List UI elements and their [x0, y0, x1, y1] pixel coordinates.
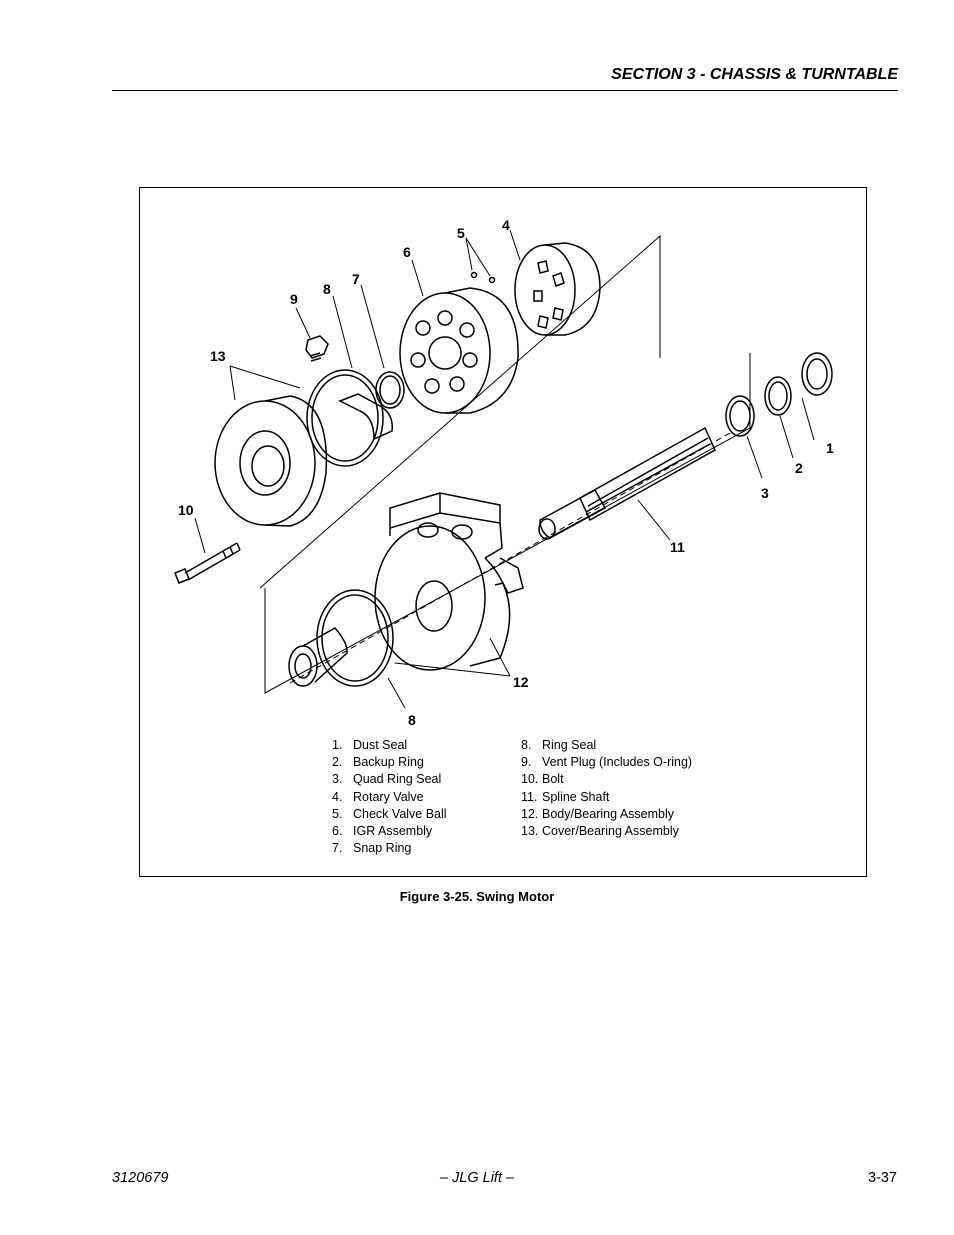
rotary-valve — [514, 242, 601, 336]
upper-plane-outline — [259, 234, 661, 589]
exploded-view-drawing: 1 2 3 4 5 6 7 8 9 10 11 12 13 8 — [174, 217, 834, 728]
legend-item: 8.Ring Seal — [521, 738, 597, 752]
body-bearing-assembly — [374, 492, 524, 671]
callout-6: 6 — [403, 244, 411, 260]
vent-plug — [305, 335, 329, 362]
legend-item: 13.Cover/Bearing Assembly — [521, 824, 679, 839]
callout-2: 2 — [795, 460, 803, 476]
legend-item: 11.Spline Shaft — [521, 789, 610, 804]
callout-3: 3 — [761, 485, 769, 501]
callout-1: 1 — [826, 440, 834, 456]
page-header: SECTION 3 - CHASSIS & TURNTABLE — [112, 64, 898, 91]
callout-11: 11 — [670, 539, 685, 555]
axis-line — [289, 432, 731, 684]
doc-number: 3120679 — [112, 1170, 169, 1186]
bolt — [174, 542, 241, 584]
legend-item: 10.Bolt — [521, 772, 564, 787]
section-title: SECTION 3 - CHASSIS & TURNTABLE — [611, 66, 898, 83]
legend-item: 6.IGR Assembly — [332, 824, 433, 839]
backup-ring — [764, 376, 792, 416]
callout-10: 10 — [178, 502, 194, 518]
ring-seal-lower — [316, 589, 394, 687]
legend-item: 7.Snap Ring — [332, 841, 412, 856]
legend-right-column: 8.Ring Seal 9.Vent Plug (Includes O-ring… — [521, 737, 692, 840]
lower-plane-outline — [264, 353, 751, 694]
igr-assembly — [399, 287, 519, 414]
callout-8-upper: 8 — [323, 281, 331, 297]
legend-item: 1.Dust Seal — [332, 738, 408, 752]
cover-bearing-assembly — [214, 393, 393, 527]
legend-item: 12.Body/Bearing Assembly — [521, 806, 675, 821]
quad-ring-seal — [725, 395, 755, 437]
ring-seal-upper — [306, 369, 384, 467]
callout-4: 4 — [502, 217, 510, 233]
legend-item: 2.Backup Ring — [332, 755, 424, 770]
figure-caption: Figure 3-25. Swing Motor — [399, 889, 555, 904]
callout-5: 5 — [457, 225, 465, 241]
callout-12: 12 — [513, 674, 529, 690]
page-number: 3-37 — [867, 1170, 897, 1186]
callout-9: 9 — [290, 291, 298, 307]
legend-item: 9.Vent Plug (Includes O-ring) — [521, 755, 693, 770]
legend-item: 4.Rotary Valve — [332, 789, 424, 804]
callout-7: 7 — [352, 271, 360, 287]
check-valve-ball — [470, 271, 478, 279]
callout-8-lower: 8 — [408, 712, 416, 728]
legend-item: 3.Quad Ring Seal — [332, 772, 442, 787]
legend-left-column: 1.Dust Seal 2.Backup Ring 3.Quad Ring Se… — [332, 737, 447, 857]
figure-swing-motor: 1 2 3 4 5 6 7 8 9 10 11 12 13 8 1.Dust S… — [139, 187, 867, 877]
callout-13: 13 — [210, 348, 226, 364]
bearing-sleeve — [288, 627, 348, 687]
check-valve-ball — [488, 276, 496, 284]
publisher: – JLG Lift – — [439, 1170, 515, 1186]
spline-shaft — [538, 426, 716, 540]
dust-seal — [801, 352, 833, 396]
legend-item: 5.Check Valve Ball — [332, 806, 447, 821]
